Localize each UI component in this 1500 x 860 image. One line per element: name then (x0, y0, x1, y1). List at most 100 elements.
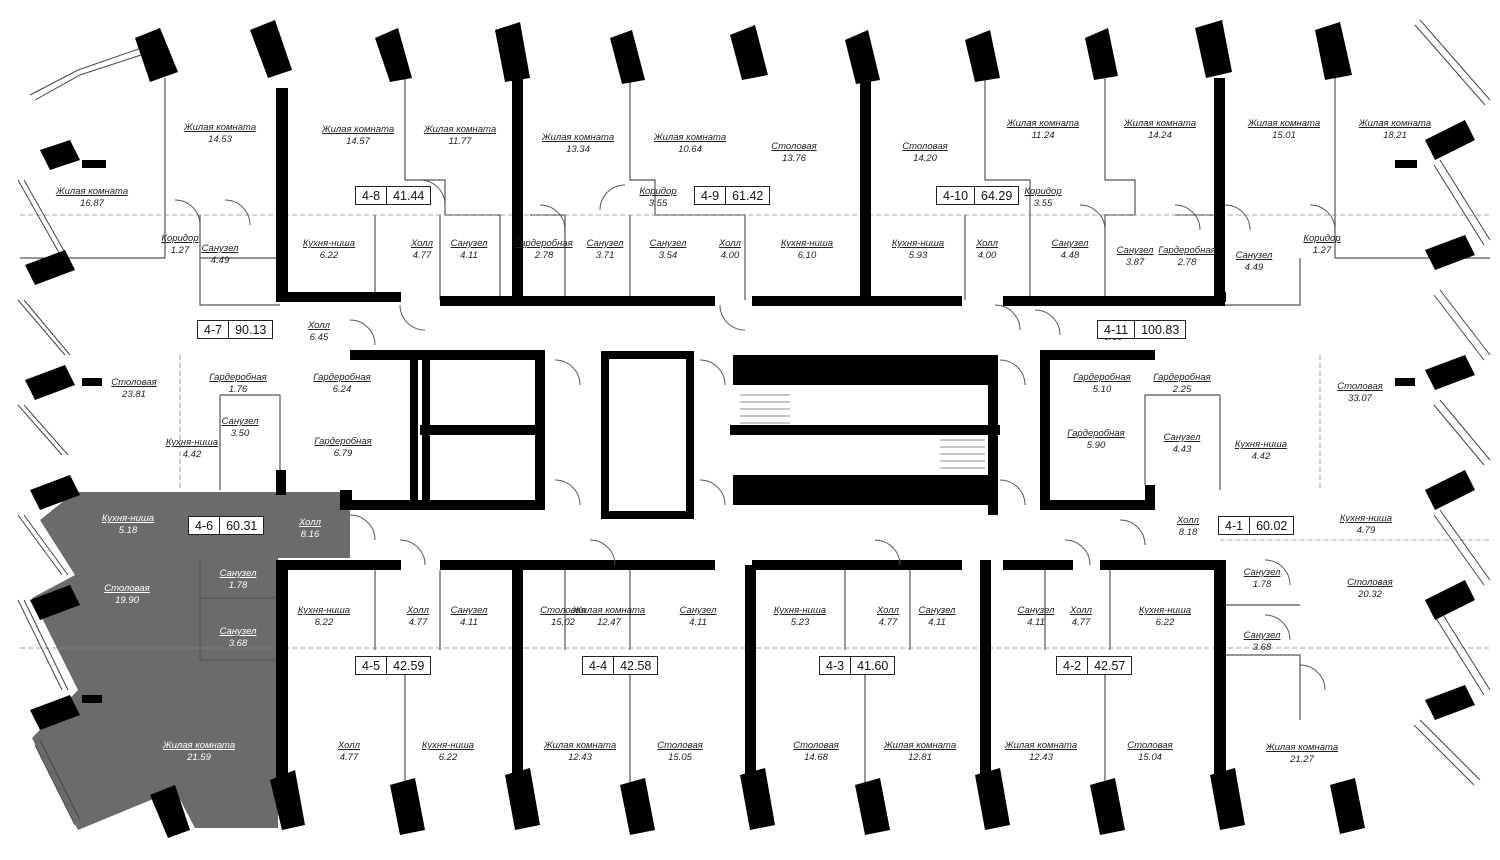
room-area: 4.00 (720, 250, 740, 261)
window-frames (17, 19, 1491, 826)
room-area: 21.59 (187, 752, 211, 763)
apartment-number: 4-10 (943, 189, 969, 203)
room-name: Санузел (450, 238, 488, 249)
room-name: Кухня-ниша (421, 740, 475, 751)
room-area: 12.43 (568, 752, 592, 763)
room-name: Жилая комната (162, 740, 236, 751)
room-name: Холл (976, 238, 998, 249)
room-area: 6.45 (309, 332, 329, 343)
room-area: 3.54 (658, 250, 678, 261)
apartment-number: 4-9 (701, 189, 720, 203)
room-name: Кухня-ниша (891, 238, 945, 249)
room-name: Кухня-ниша (297, 605, 351, 616)
room-name: Жилая комната (541, 132, 615, 143)
room-name: Кухня-ниша (1339, 513, 1393, 524)
room-area: 4.43 (1172, 444, 1192, 455)
apartment-number: 4-6 (195, 519, 214, 533)
apartment-number: 4-3 (826, 659, 845, 673)
room-area: 5.18 (118, 525, 138, 536)
room-name: Жилая комната (1265, 742, 1339, 753)
room-area: 14.57 (346, 136, 370, 147)
room-area: 4.11 (460, 617, 478, 628)
apartment-number: 4-1 (1225, 519, 1244, 533)
room-area: 3.71 (595, 250, 615, 261)
room-area: 19.90 (115, 595, 139, 606)
room-area: 3.87 (1125, 257, 1145, 268)
room-name: Санузел (221, 416, 259, 427)
room-name: Жилая комната (543, 740, 617, 751)
room-name: Столовая (771, 141, 817, 152)
room-area: 6.22 (1155, 617, 1175, 628)
apartment-area: 90.13 (228, 321, 272, 338)
room-area: 4.77 (1071, 617, 1091, 628)
apartment-area: 41.44 (386, 187, 430, 204)
room-name: Гардеробная (313, 372, 371, 383)
room-name: Кухня-ниша (773, 605, 827, 616)
room-area: 12.43 (1029, 752, 1053, 763)
room-area: 8.18 (1178, 527, 1198, 538)
room-area: 4.77 (412, 250, 432, 261)
door-swings (174, 179, 1336, 691)
room-area: 1.76 (228, 384, 248, 395)
room-name: Санузел (1051, 238, 1089, 249)
room-area: 4.11 (460, 250, 478, 261)
room-name: Коридор (161, 233, 199, 244)
room-area: 6.22 (319, 250, 339, 261)
room-name: Санузел (1235, 250, 1273, 261)
room-name: Жилая комната (883, 740, 957, 751)
apartment-area: 60.31 (219, 517, 263, 534)
apartment-tag-4-6[interactable]: 4-6 60.31 (188, 516, 265, 535)
room-area: 2.78 (534, 250, 554, 261)
room-name: Гардеробная (1073, 372, 1131, 383)
apartment-4-6-highlight[interactable] (32, 492, 350, 830)
room-area: 18.21 (1383, 130, 1407, 141)
room-name: Санузел (1017, 605, 1055, 616)
room-name: Гардеробная (515, 238, 573, 249)
room-name: Кухня-ниша (1234, 439, 1288, 450)
room-area: 4.11 (1027, 617, 1045, 628)
room-name: Жилая комната (1358, 118, 1432, 129)
room-name: Коридор (639, 186, 677, 197)
apartment-number: 4-2 (1063, 659, 1082, 673)
